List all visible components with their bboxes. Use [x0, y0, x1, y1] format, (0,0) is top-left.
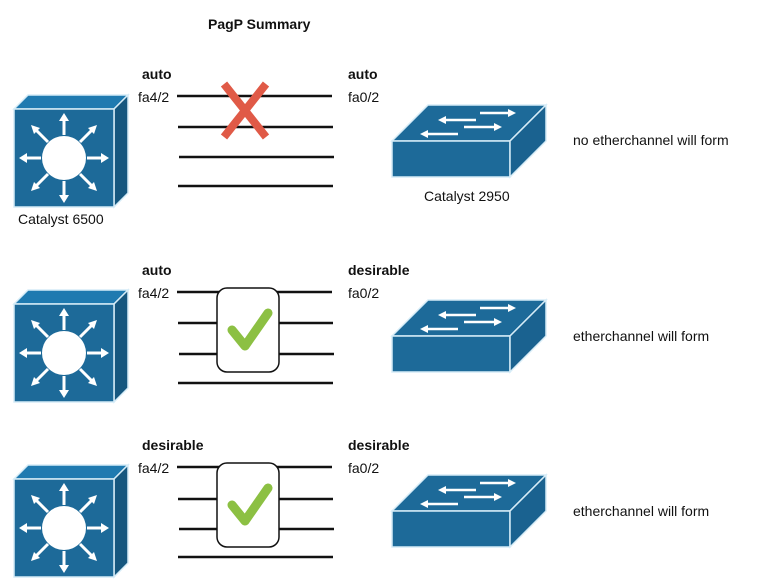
catalyst-2950-switch-icon [390, 298, 548, 374]
catalyst-6500-switch-icon [12, 463, 130, 579]
left-device-label: Catalyst 6500 [18, 211, 104, 227]
check-mark-icon [227, 483, 273, 526]
left-mode-label: auto [142, 262, 172, 278]
left-port-label: fa4/2 [138, 285, 170, 301]
result-text: etherchannel will form [573, 503, 710, 519]
left-mode-label: auto [142, 66, 172, 82]
catalyst-2950-switch-icon [390, 103, 548, 179]
result-text: no etherchannel will form [573, 132, 729, 148]
left-port-label: fa4/2 [138, 89, 170, 105]
right-port-label: fa0/2 [348, 89, 380, 105]
catalyst-6500-switch-icon [12, 93, 130, 209]
etherchannel-bundle-box [216, 462, 280, 548]
right-device-label: Catalyst 2950 [424, 188, 510, 204]
x-mark-icon [220, 81, 270, 140]
right-mode-label: auto [348, 66, 378, 82]
check-mark-icon [227, 308, 273, 351]
right-mode-label: desirable [348, 262, 410, 278]
left-port-label: fa4/2 [138, 460, 170, 476]
etherchannel-bundle-box [216, 287, 280, 373]
left-mode-label: desirable [142, 437, 204, 453]
catalyst-6500-switch-icon [12, 288, 130, 404]
link-bundle [177, 94, 334, 188]
diagram-title: PagP Summary [208, 16, 311, 32]
result-text: etherchannel will form [573, 328, 710, 344]
right-port-label: fa0/2 [348, 460, 380, 476]
right-port-label: fa0/2 [348, 285, 380, 301]
right-mode-label: desirable [348, 437, 410, 453]
catalyst-2950-switch-icon [390, 473, 548, 549]
